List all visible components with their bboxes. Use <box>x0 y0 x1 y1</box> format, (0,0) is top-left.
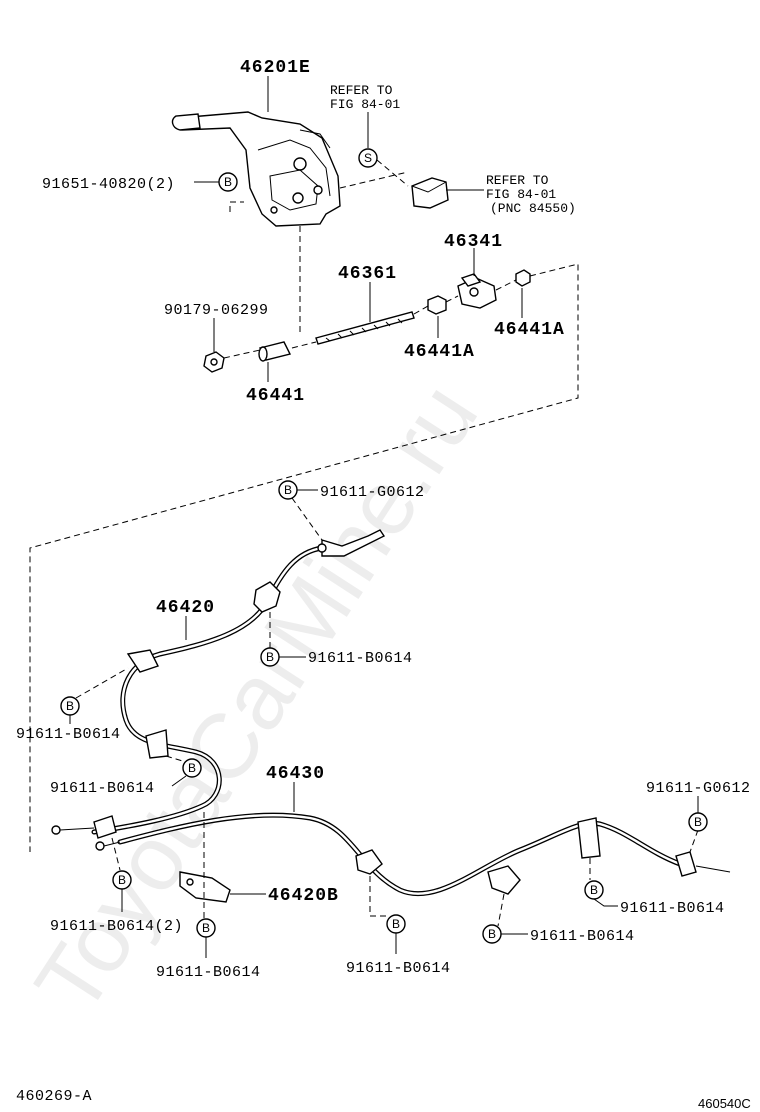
rod-illustration <box>315 311 415 345</box>
label-rod: 46361 <box>338 264 397 284</box>
adjuster-illustration <box>258 341 292 362</box>
label-nut-a-right: 46441A <box>494 320 565 340</box>
label-bolt-bottom-3: 91611-B0614 <box>530 928 635 945</box>
front-cable-illustration <box>51 529 386 839</box>
label-refer-b-line2: FIG 84-01 <box>486 187 556 202</box>
bolt-marker: B <box>266 650 274 664</box>
label-lever: 46201E <box>240 58 311 78</box>
label-rear-bolt-2: 91611-B0614 <box>620 900 725 917</box>
label-refer-b-line3: (PNC 84550) <box>490 201 576 216</box>
bolt-marker: B <box>488 927 496 941</box>
label-nut: 90179-06299 <box>164 302 269 319</box>
bolt-marker: B <box>284 483 292 497</box>
label-refer-b-line1: REFER TO <box>486 173 549 188</box>
bolt-marker: B <box>202 921 210 935</box>
label-bolt-pair: 91611-B0614(2) <box>50 918 183 935</box>
bolt-marker: B <box>590 883 598 897</box>
bolt-marker: B <box>66 699 74 713</box>
label-cable-bolt-1: 91611-B0614 <box>308 650 413 667</box>
label-cable-bolt-2: 91611-B0614 <box>16 726 121 743</box>
label-refer-a-line2: FIG 84-01 <box>330 97 400 112</box>
bolt-marker: B <box>694 815 702 829</box>
label-cable-no2: 46430 <box>266 764 325 784</box>
label-bolt-bottom-2: 91611-B0614 <box>346 960 451 977</box>
label-cable-front-bolt: 91611-G0612 <box>320 484 425 501</box>
screw-marker: S <box>364 151 372 165</box>
cable-guide-illustration <box>411 177 449 209</box>
label-cable-no1: 46420 <box>156 598 215 618</box>
nut-90179-illustration <box>203 351 225 373</box>
bolt-marker: B <box>392 917 400 931</box>
nut-46441a-illustration <box>427 295 447 315</box>
label-rear-bolt: 91611-G0612 <box>646 780 751 797</box>
label-lever-bolt: 91651-40820(2) <box>42 176 175 193</box>
nut-46441a-right-illustration <box>515 269 531 287</box>
label-refer-a-line1: REFER TO <box>330 83 393 98</box>
footer-right-code: 460540C <box>698 1096 751 1111</box>
label-adjuster: 46441 <box>246 386 305 406</box>
bracket-46420b-illustration <box>179 871 231 903</box>
footer-left-code: 460269-A <box>16 1088 92 1105</box>
label-bracket: 46420B <box>268 886 339 906</box>
equalizer-illustration <box>457 273 497 309</box>
parking-brake-lever-illustration <box>171 111 341 227</box>
rear-cable-illustration <box>95 812 731 897</box>
bolt-marker: B <box>118 873 126 887</box>
label-cable-bolt-3: 91611-B0614 <box>50 780 155 797</box>
bolt-marker: B <box>188 761 196 775</box>
label-equalizer: 46341 <box>444 232 503 252</box>
bolt-marker: B <box>224 175 232 189</box>
label-bolt-bottom-1: 91611-B0614 <box>156 964 261 981</box>
label-nut-a: 46441A <box>404 342 475 362</box>
